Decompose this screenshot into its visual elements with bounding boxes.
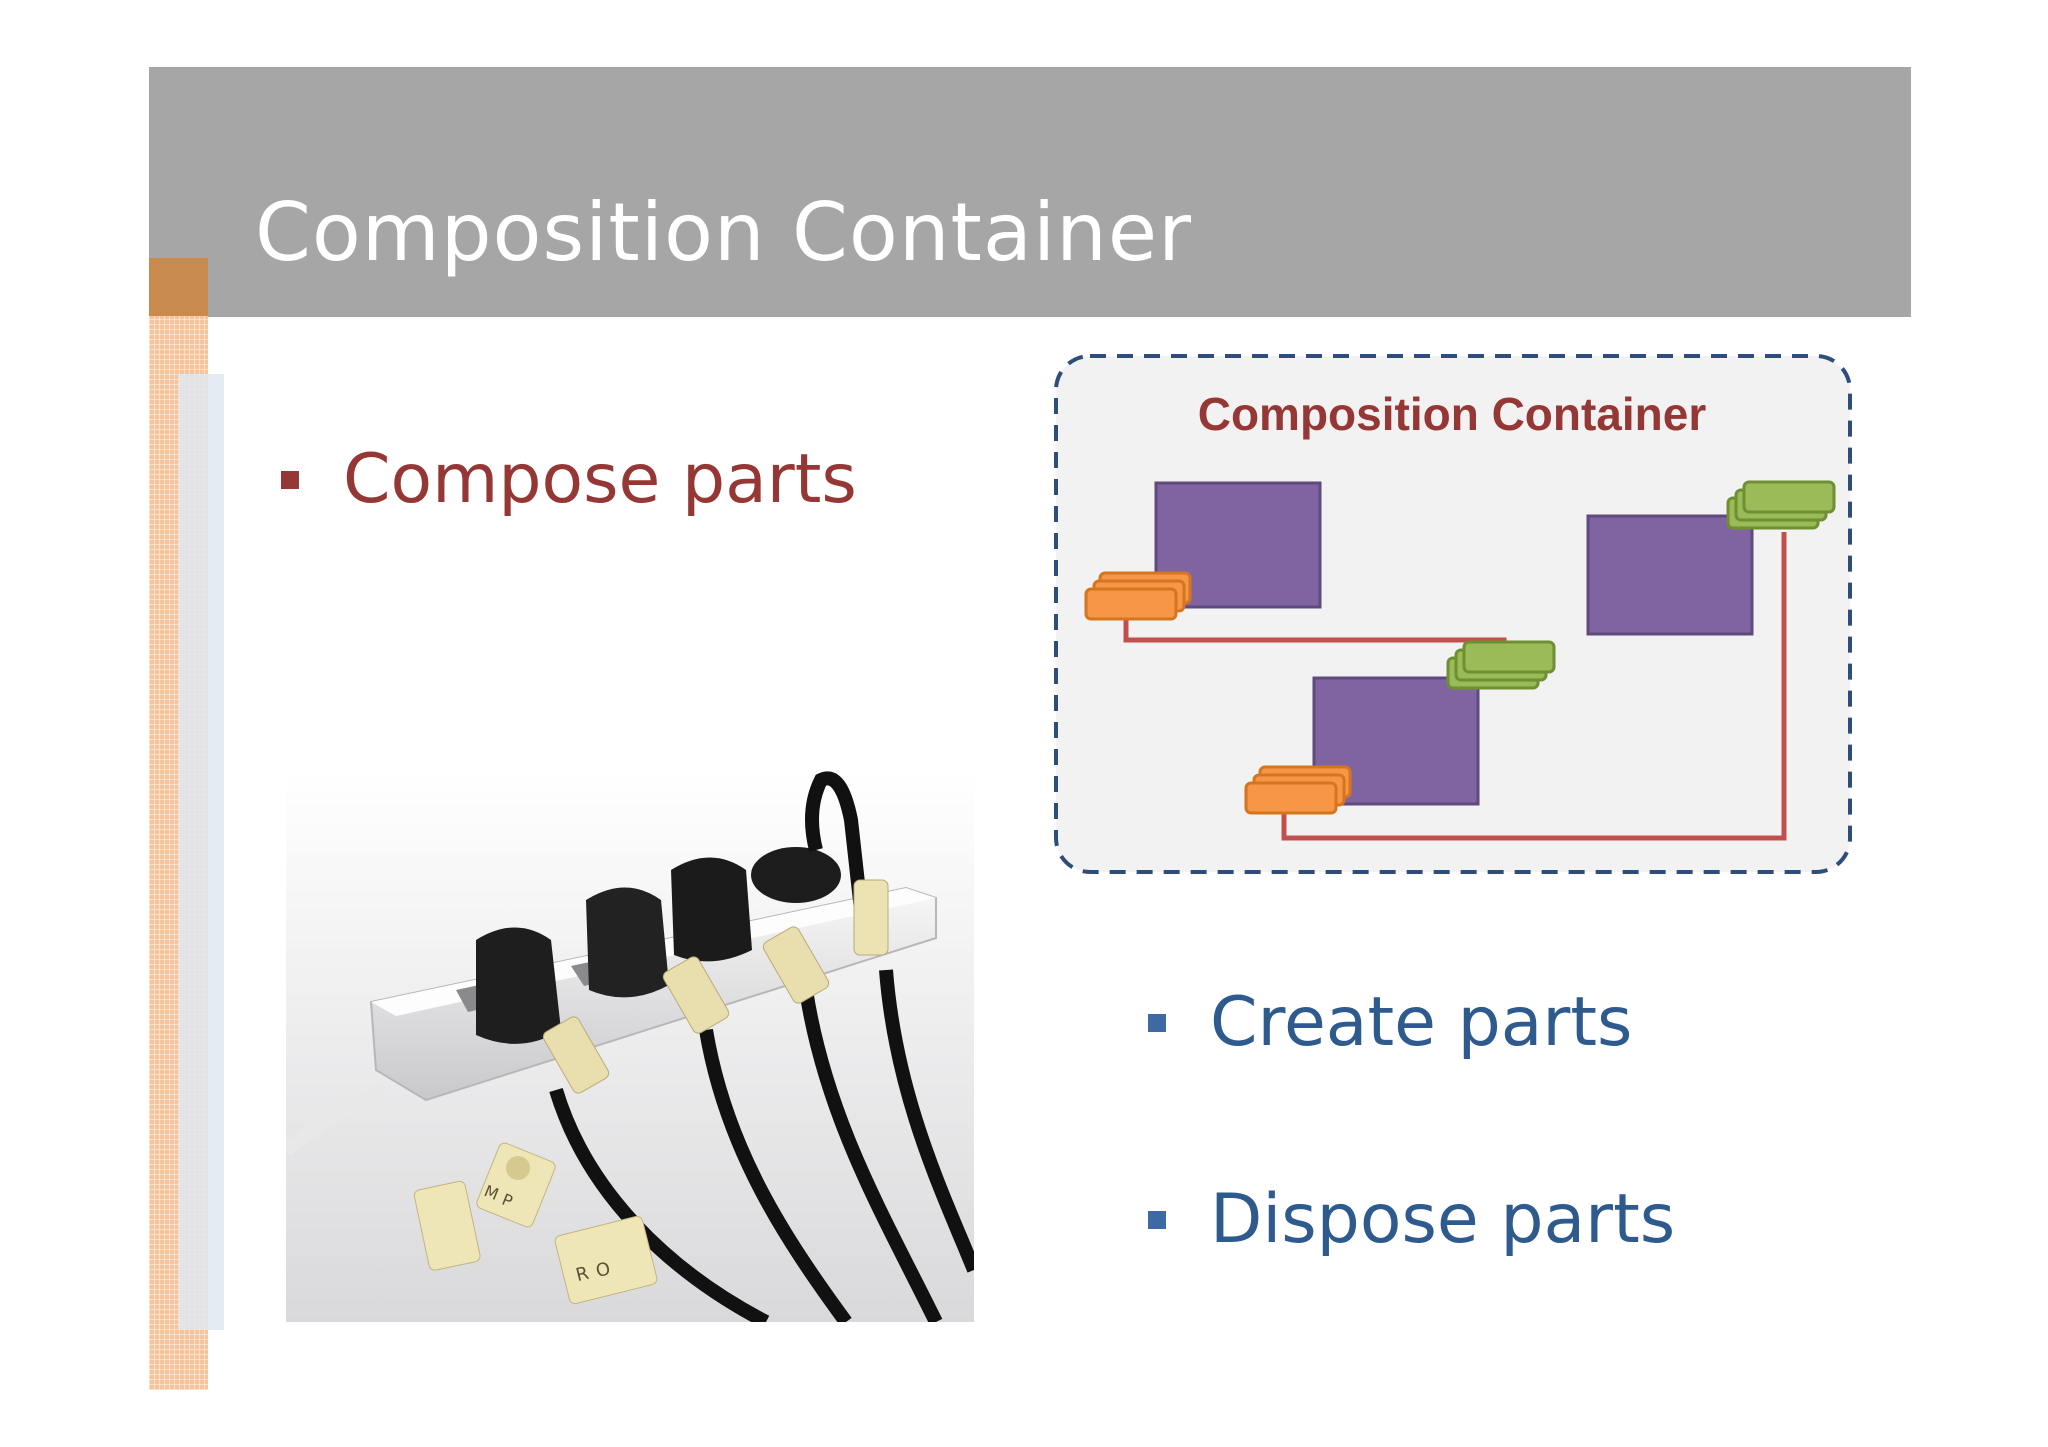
slide-title: Composition Container xyxy=(255,186,1192,279)
accent-block xyxy=(149,258,208,316)
diagram-title: Composition Container xyxy=(1198,388,1707,440)
bullet-square-icon xyxy=(281,470,299,489)
photo-tag-letter-o: O xyxy=(594,1258,613,1282)
bullet-compose-parts: Compose parts xyxy=(281,440,857,519)
bullet-text: Create parts xyxy=(1210,983,1633,1062)
bullet-dispose-parts: Dispose parts xyxy=(1148,1180,1675,1259)
bullet-text: Compose parts xyxy=(343,440,857,519)
bullet-create-parts: Create parts xyxy=(1148,983,1632,1062)
connector-line xyxy=(1281,532,1787,841)
import-stack xyxy=(1244,765,1352,815)
power-strip-photo: M P R O xyxy=(286,770,974,1322)
title-bar xyxy=(149,67,1911,317)
import-stack xyxy=(1084,571,1192,621)
export-stack xyxy=(1446,640,1556,690)
export-stack xyxy=(1726,480,1836,530)
bullet-text: Dispose parts xyxy=(1210,1180,1676,1259)
bullet-square-icon xyxy=(1148,1210,1166,1229)
photo-tag-letter-m: M xyxy=(482,1181,502,1204)
bullet-square-icon xyxy=(1148,1013,1166,1032)
part-box xyxy=(1586,514,1754,636)
accent-overlay xyxy=(178,374,224,1330)
composition-container-diagram: Composition Container xyxy=(1052,352,1858,880)
photo-tag-letter-r: R xyxy=(574,1263,591,1286)
